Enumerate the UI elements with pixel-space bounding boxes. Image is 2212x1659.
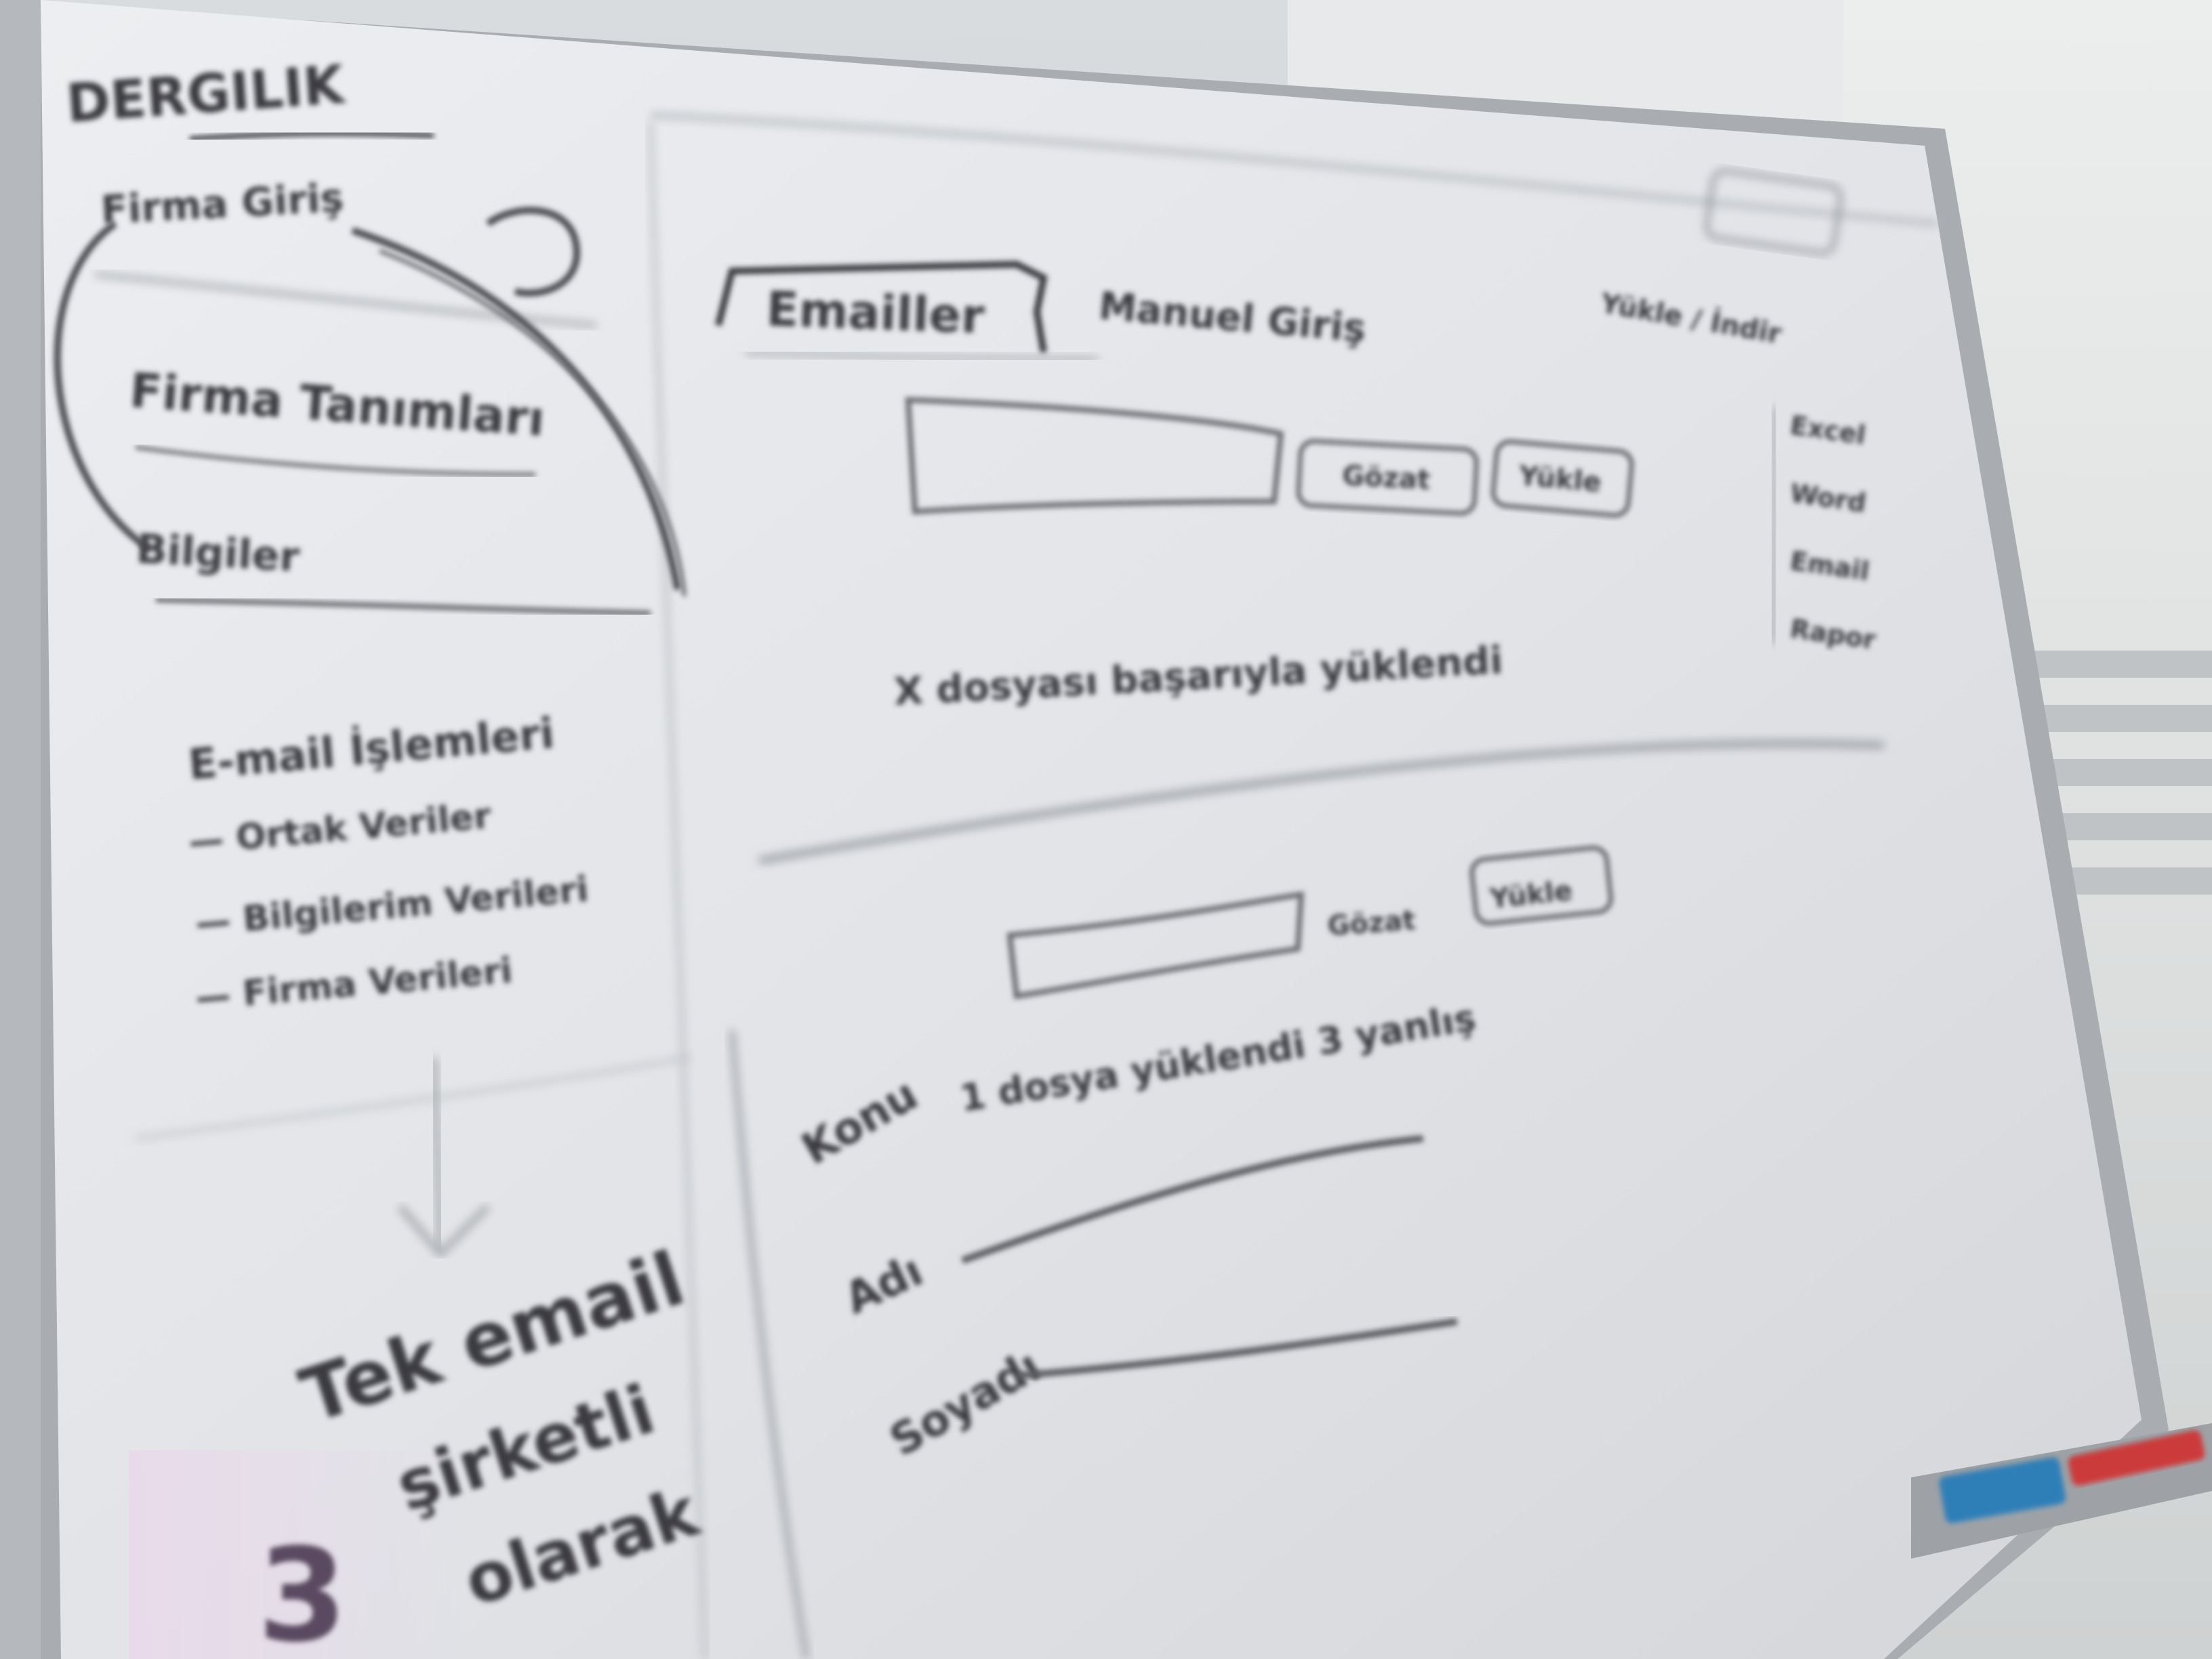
board-surface xyxy=(41,0,2142,1659)
browse-button-1: Gözat xyxy=(1341,460,1431,496)
upload-button-1: Yükle xyxy=(1517,460,1603,499)
note-number: 3 xyxy=(258,1521,347,1659)
sidebar-item-3: Bilgiler xyxy=(135,525,301,581)
browse-button-2: Gözat xyxy=(1326,905,1416,942)
tab-emailler: Emailler xyxy=(765,281,985,344)
marker-red xyxy=(2068,1430,2205,1486)
glare xyxy=(129,1450,468,1659)
marker-blue xyxy=(1939,1457,2066,1523)
board-left-edge xyxy=(0,0,41,1659)
